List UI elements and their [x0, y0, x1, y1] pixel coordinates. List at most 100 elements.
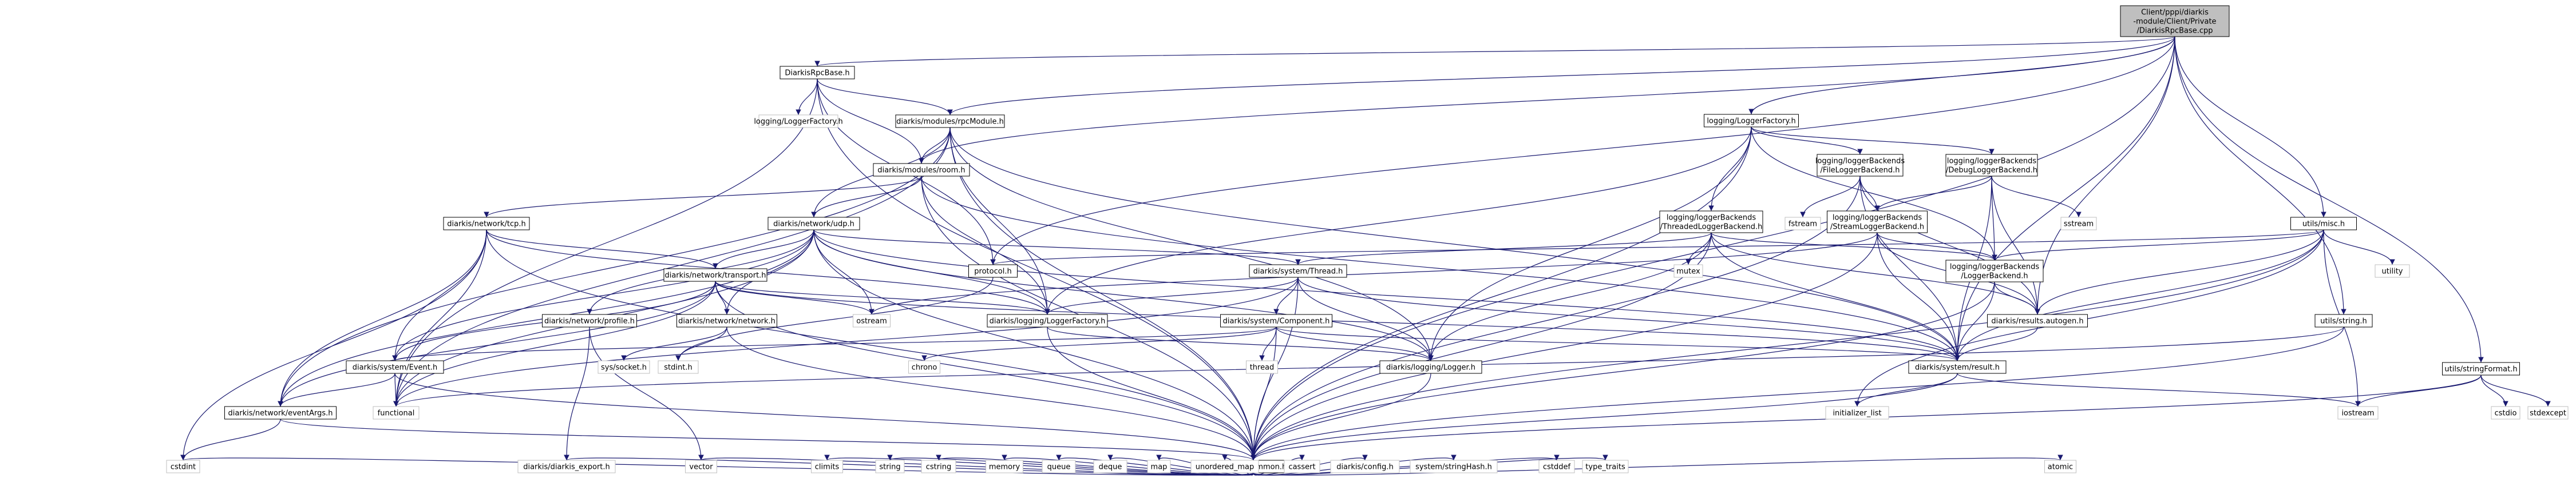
node-protocol[interactable]: protocol.h: [968, 264, 1018, 278]
node-eventargs[interactable]: diarkis/network/eventArgs.h: [224, 406, 337, 420]
node-result-box: [1908, 360, 2007, 374]
node-logfactory-label: diarkis/logging/LoggerFactory.h: [990, 317, 1106, 326]
node-rpcbase-label: DiarkisRpcBase.h: [785, 69, 849, 78]
edge-root-to-rpcmodule: [947, 36, 2175, 115]
node-tcp[interactable]: diarkis/network/tcp.h: [443, 217, 530, 230]
node-thread-box: [1249, 264, 1347, 278]
edge-root-to-misc: [2174, 36, 2326, 218]
node-syssocket-label: sys/socket.h: [601, 364, 647, 372]
node-protocol-label: protocol.h: [974, 268, 1011, 276]
node-dlb[interactable]: logging/loggerBackends/DebugLoggerBacken…: [1945, 154, 2038, 177]
node-cstddef: cstddef: [1538, 460, 1575, 473]
edge-networkh-to-stdint: [675, 326, 727, 361]
node-logger-box: [1379, 360, 1482, 374]
edge-flb-to-resautogen: [1859, 176, 2040, 315]
node-event-label: diarkis/system/Event.h: [353, 364, 437, 372]
node-networkh-label: diarkis/network/network.h: [678, 317, 775, 326]
node-resautogen[interactable]: diarkis/results.autogen.h: [1987, 314, 2088, 328]
node-llf[interactable]: logging/LoggerFactory.h: [1704, 114, 1799, 128]
node-string: string: [875, 460, 905, 473]
edge-protocol-to-stdint: [675, 277, 994, 361]
node-root-label: Client/pppi/diarkis: [2141, 9, 2209, 17]
edge-thread-to-logfactory: [1044, 277, 1299, 315]
node-cstring-box: [921, 460, 956, 473]
edge-slb-to-lb: [1877, 232, 1997, 261]
edge-eventargs-to-common: [280, 419, 1256, 461]
node-mutex: mutex: [1673, 264, 1703, 278]
node-flb[interactable]: logging/loggerBackends/FileLoggerBackend…: [1815, 154, 1905, 177]
node-networkh[interactable]: diarkis/network/network.h: [676, 314, 777, 328]
edge-event-to-functional: [393, 373, 399, 407]
node-rpcmodule[interactable]: diarkis/modules/rpcModule.h: [895, 114, 1005, 128]
node-ostream-label: ostream: [856, 317, 887, 326]
edge-transport-to-functional: [393, 281, 716, 407]
node-atomic: atomic: [2044, 460, 2076, 473]
edge-tcp-to-functional: [393, 229, 487, 407]
node-room[interactable]: diarkis/modules/room.h: [873, 163, 970, 177]
edge-component-to-event: [392, 326, 1277, 361]
node-rpcbase[interactable]: DiarkisRpcBase.h: [779, 66, 855, 79]
node-mutex-box: [1673, 264, 1703, 278]
node-dlb-label: logging/loggerBackends: [1947, 157, 2037, 166]
edge-logfactory-to-common: [1047, 326, 1256, 461]
node-memory-box: [986, 460, 1023, 473]
node-event[interactable]: diarkis/system/Event.h: [346, 360, 444, 374]
node-profile-box: [542, 314, 637, 328]
node-dlb-label: /DebugLoggerBackend.h: [1946, 166, 2037, 175]
node-transport[interactable]: diarkis/network/transport.h: [663, 268, 767, 282]
node-logfactoryinc-box: [758, 114, 838, 128]
node-threadx-box: [1246, 360, 1278, 374]
edge-llf-to-logger: [1428, 126, 1752, 361]
node-cassert: cassert: [1284, 460, 1320, 473]
edge-rpcbase-to-logfactoryinc: [796, 78, 818, 115]
edge-tlb-to-result: [1711, 232, 1960, 361]
node-root[interactable]: Client/pppi/diarkis-module/Client/Privat…: [2120, 5, 2230, 37]
node-logfactoryinc: logging/LoggerFactory.h: [754, 114, 843, 128]
node-deque-label: deque: [1099, 463, 1122, 472]
edge-dlb-to-resautogen: [1991, 176, 2040, 315]
edge-rpcmodule-to-logfactory: [949, 127, 1050, 315]
node-lb[interactable]: logging/loggerBackends/LoggerBackend.h: [1945, 260, 2044, 282]
node-result[interactable]: diarkis/system/result.h: [1908, 360, 2007, 374]
edge-llf-to-flb: [1751, 126, 1863, 155]
node-logfactoryinc-label: logging/LoggerFactory.h: [754, 118, 842, 126]
edge-flb-to-result: [1859, 176, 1960, 361]
edge-resautogen-to-result: [1954, 326, 2038, 361]
node-slb-box: [1827, 210, 1928, 233]
node-misc[interactable]: utils/misc.h: [2290, 217, 2357, 230]
node-ustrfmt[interactable]: utils/stringFormat.h: [2442, 362, 2520, 376]
edge-networkh-to-syssocket: [621, 326, 727, 361]
edge-result-to-initlist: [1854, 373, 1958, 407]
node-root-label: /DiarkisRpcBase.cpp: [2136, 27, 2213, 35]
node-fstream-label: fstream: [1788, 220, 1817, 229]
node-flb-label: /FileLoggerBackend.h: [1821, 166, 1900, 175]
node-logfactory[interactable]: diarkis/logging/LoggerFactory.h: [987, 314, 1108, 328]
edge-root-to-room: [919, 36, 2175, 164]
edge-thread-to-component: [1273, 277, 1299, 315]
node-cstdint: cstdint: [166, 460, 200, 473]
node-iostream-label: iostream: [2341, 409, 2374, 418]
edge-misc-to-lb: [1992, 229, 2324, 261]
edge-llf-to-common: [1251, 126, 1752, 461]
node-threadx: thread: [1246, 360, 1278, 374]
node-cstring: cstring: [921, 460, 956, 473]
node-umap-box: [1190, 460, 1259, 473]
node-room-label: diarkis/modules/room.h: [877, 166, 965, 175]
edge-logger-to-common: [1251, 373, 1431, 461]
node-tlb[interactable]: logging/loggerBackends/ThreadedLoggerBac…: [1659, 210, 1763, 233]
node-component[interactable]: diarkis/system/Component.h: [1220, 314, 1332, 328]
node-slb[interactable]: logging/loggerBackends/StreamLoggerBacke…: [1827, 210, 1928, 233]
node-thread[interactable]: diarkis/system/Thread.h: [1249, 264, 1347, 278]
edge-rpcmodule-to-common: [949, 127, 1256, 461]
node-vector-box: [685, 460, 717, 473]
edge-lb-to-common: [1251, 281, 1995, 461]
edge-room-to-tcp: [484, 176, 922, 218]
node-rpcmodule-box: [895, 114, 1005, 128]
node-profile[interactable]: diarkis/network/profile.h: [542, 314, 637, 328]
edge-llf-to-tlb: [1708, 126, 1752, 212]
node-typetraits: type_traits: [1582, 460, 1629, 473]
node-mutex-label: mutex: [1676, 268, 1700, 276]
node-udp[interactable]: diarkis/network/udp.h: [767, 217, 860, 230]
node-logger[interactable]: diarkis/logging/Logger.h: [1379, 360, 1482, 374]
node-ustring[interactable]: utils/string.h: [2314, 314, 2373, 328]
